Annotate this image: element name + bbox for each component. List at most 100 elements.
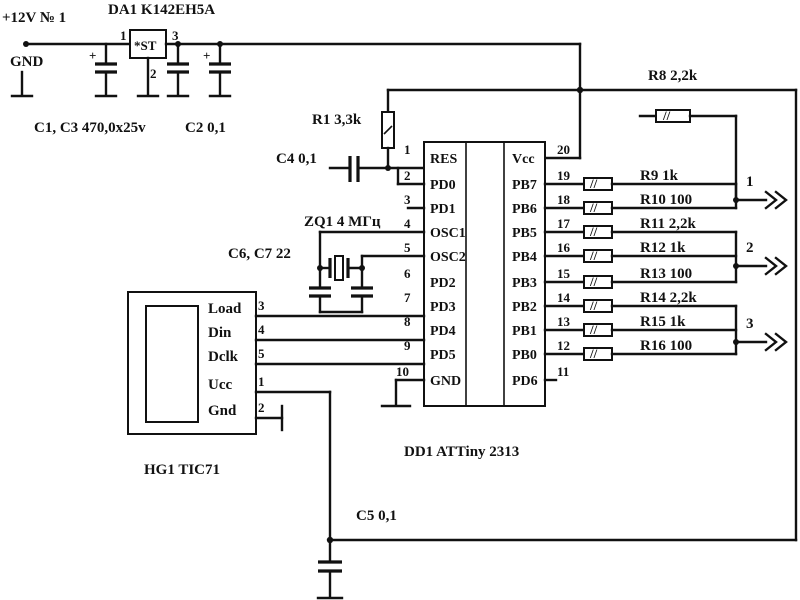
mcu-pin-name-vcc: Vcc [512, 152, 535, 167]
mcu-pin-num-16: 16 [557, 240, 571, 255]
mcu-pin-num-8: 8 [404, 314, 411, 329]
mcu-pin-num-14: 14 [557, 290, 571, 305]
resistor-mark: // [589, 248, 598, 263]
caps-c1-c3-label: C1, C3 470,0x25v [34, 120, 146, 136]
mcu-pin-name-pb5: PB5 [512, 226, 537, 241]
mcu-pin-name-gnd: GND [430, 374, 461, 389]
mcu-pin-num-3: 3 [404, 192, 411, 207]
junction-c6 [317, 265, 323, 271]
resistor-mark: // [589, 200, 598, 215]
mcu-body [423, 141, 546, 407]
output-junction-3 [733, 339, 739, 345]
r8-label: R8 2,2k [648, 68, 698, 84]
resistor-r12-label: R12 1k [640, 240, 686, 256]
resistor-mark: // [589, 346, 598, 361]
mcu-pin-name-pd0: PD0 [430, 178, 456, 193]
mcu-pin-num-20: 20 [557, 142, 570, 157]
mcu-pin-name-osc1: OSC1 [430, 226, 466, 241]
mcu-pin-num-2: 2 [404, 168, 411, 183]
vcc-distribution [326, 42, 798, 544]
junction-c7 [359, 265, 365, 271]
mcu-pin-num-15: 15 [557, 266, 571, 281]
mcu-pin-name-res: RES [430, 152, 457, 167]
resistor-mark: // [589, 176, 598, 191]
output-arrows: 123 [733, 174, 788, 356]
capacitor-c2 [166, 42, 190, 98]
resistor-r13-label: R13 100 [640, 266, 692, 282]
display-pin-num-5: 5 [258, 346, 265, 361]
resistor-mark: // [589, 274, 598, 289]
mcu-pin-num-4: 4 [404, 216, 411, 231]
output-arrow-2-icon [764, 256, 788, 276]
resistor-r14-label: R14 2,2k [640, 290, 697, 306]
resistor-mark: // [589, 224, 598, 239]
input-voltage-label: +12V № 1 [2, 10, 66, 26]
output-junction-1 [733, 197, 739, 203]
resistor-r15: // R15 1k [543, 314, 738, 337]
mcu-pin-num-10: 10 [396, 364, 409, 379]
resistor-r11-label: R11 2,2k [640, 216, 697, 232]
display-label: HG1 TIC71 [144, 462, 220, 478]
mcu-pin-num-13: 13 [557, 314, 571, 329]
mcu-pin-name-osc2: OSC2 [430, 250, 466, 265]
display-screen [145, 305, 199, 423]
resistor-r16: // R16 100 [543, 338, 738, 361]
resistor-mark: // [589, 322, 598, 337]
resistor-r10: //R10 100 [543, 192, 738, 215]
resistor-mark: // [589, 298, 598, 313]
mcu-pin-name-pb2: PB2 [512, 300, 537, 315]
resistor-r15-label: R15 1k [640, 314, 686, 330]
regulator-label: DA1 K142EH5A [108, 2, 215, 18]
c5-label: C5 0,1 [356, 508, 397, 524]
capacitor-c5: C5 0,1 [316, 508, 397, 600]
mcu-dd1: DD1 ATTiny 2313 [404, 141, 546, 460]
display-pin-name-dclk: Dclk [208, 349, 239, 365]
capacitor-c3: + [203, 42, 232, 98]
output-junction-2 [733, 263, 739, 269]
mcu-label: DD1 ATTiny 2313 [404, 444, 519, 460]
display-pin-name-gnd: Gnd [208, 403, 237, 419]
mcu-pin-name-pb0: PB0 [512, 348, 537, 363]
mcu-pin-num-9: 9 [404, 338, 411, 353]
mcu-pin-name-pd4: PD4 [430, 324, 456, 339]
mcu-left-pins: RES1PD02PD13OSC14OSC25PD26PD37PD48PD59GN… [396, 142, 466, 389]
c4-label: C4 0,1 [276, 151, 317, 167]
mcu-pin-num-18: 18 [557, 192, 571, 207]
mcu-pin-num-12: 12 [557, 338, 570, 353]
display-hg1: HG1 TIC71 [127, 291, 257, 478]
output-label-2: 2 [746, 240, 754, 256]
display-pin-num-4: 4 [258, 322, 265, 337]
resistor-r16-label: R16 100 [640, 338, 692, 354]
r1-label: R1 3,3k [312, 112, 362, 128]
mcu-pin-num-6: 6 [404, 266, 411, 281]
display-pin-name-din: Din [208, 325, 232, 341]
junction-reset [385, 165, 391, 171]
mcu-pin-name-pd2: PD2 [430, 276, 456, 291]
mcu-pin-num-7: 7 [404, 290, 411, 305]
mcu-pin-num-5: 5 [404, 240, 411, 255]
gnd-label: GND [10, 54, 44, 70]
mcu-right-pins: Vcc20PB719PB618PB517PB416PB315PB214PB113… [512, 142, 571, 389]
junction-c2 [175, 41, 181, 47]
regulator-pin-2: 2 [150, 66, 157, 81]
resistor-r12: // R12 1k [543, 240, 738, 263]
mcu-pin-name-pb6: PB6 [512, 202, 537, 217]
display-pin-num-2: 2 [258, 400, 265, 415]
mcu-pin-num-17: 17 [557, 216, 571, 231]
output-label-3: 3 [746, 316, 754, 332]
mcu-pin-name-pb7: PB7 [512, 178, 537, 193]
resistor-r8-mark: // [662, 108, 671, 123]
regulator-pin-1: 1 [120, 28, 127, 43]
regulator-pin-3: 3 [172, 28, 179, 43]
mcu-pin-name-pb4: PB4 [512, 250, 537, 265]
mcu-pin-name-pd6: PD6 [512, 374, 538, 389]
mcu-pin-num-19: 19 [557, 168, 571, 183]
c6-c7-label: C6, C7 22 [228, 246, 291, 262]
display-pin-name-load: Load [208, 301, 242, 317]
resistor-r1: R1 3,3k [312, 88, 395, 170]
mcu-pin-name-pd5: PD5 [430, 348, 456, 363]
display-pin-name-ucc: Ucc [208, 377, 232, 393]
